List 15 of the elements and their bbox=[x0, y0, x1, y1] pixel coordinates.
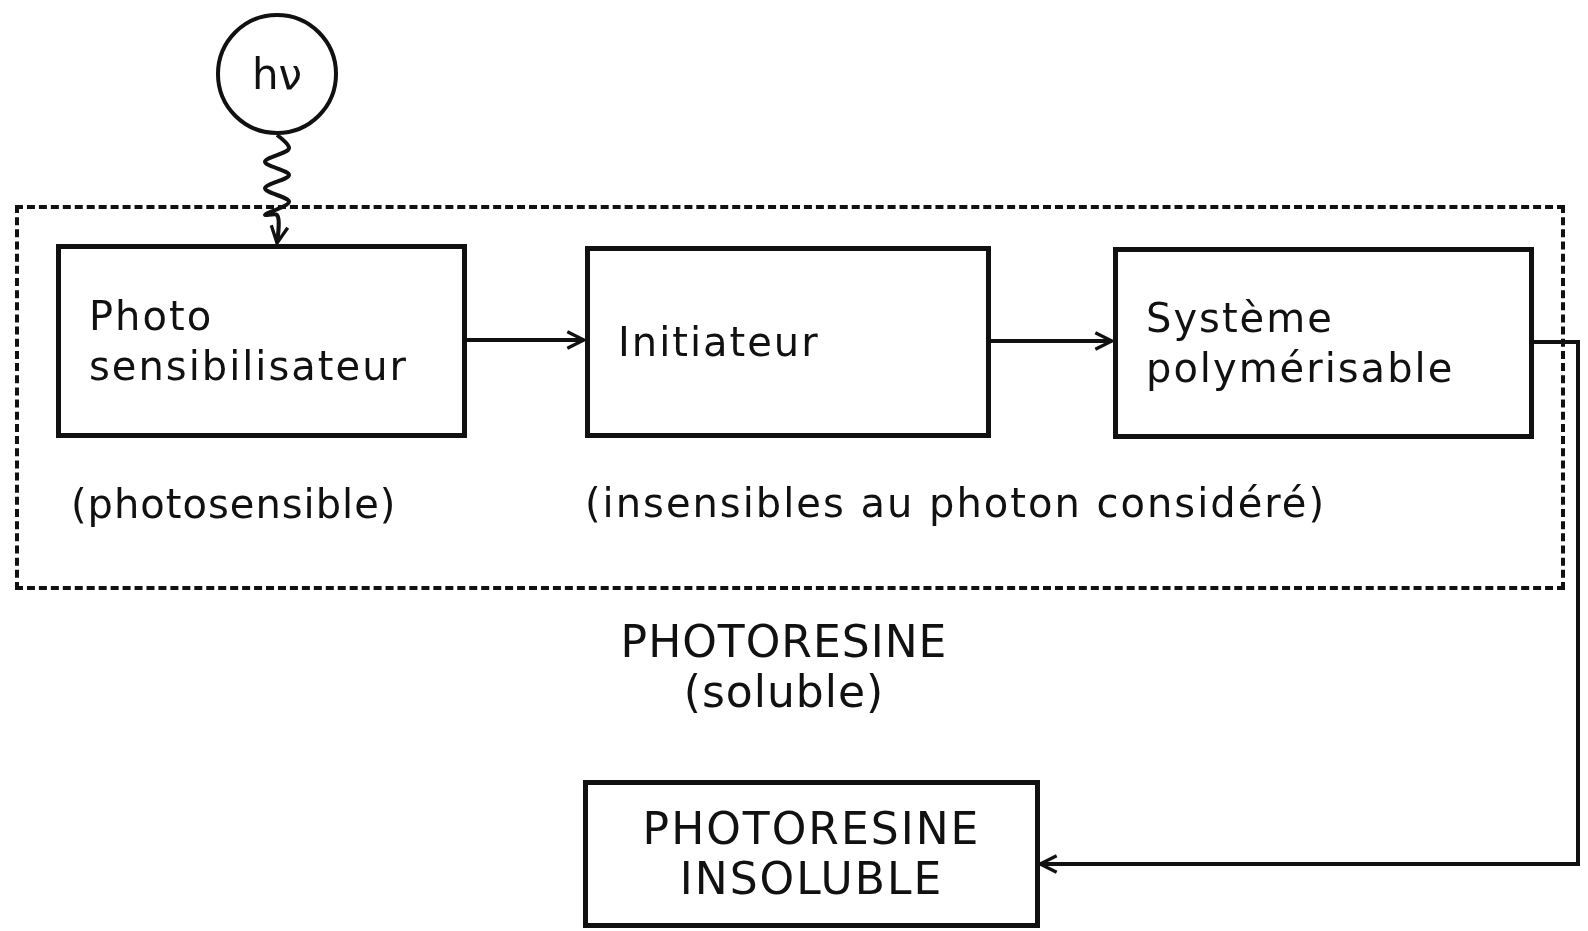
group-title: PHOTORESINE (soluble) bbox=[619, 617, 949, 717]
photon-circle bbox=[216, 13, 338, 135]
process-box bbox=[583, 780, 1040, 928]
arrow bbox=[466, 330, 586, 350]
photon-symbol: hν bbox=[251, 49, 303, 99]
process-box bbox=[1113, 247, 1534, 439]
box-label: PHOTORESINE INSOLUBLE bbox=[641, 804, 982, 904]
box-label: Photo sensibilisateur bbox=[89, 292, 409, 391]
note-text: (insensibles au photon considéré) bbox=[585, 480, 1327, 526]
box-label: Système polymérisable bbox=[1146, 294, 1456, 393]
note-text: (photosensible) bbox=[71, 481, 397, 527]
box-label: Initiateur bbox=[618, 318, 821, 367]
arrow bbox=[990, 331, 1114, 351]
arrow bbox=[1038, 340, 1580, 874]
process-box bbox=[585, 246, 991, 438]
